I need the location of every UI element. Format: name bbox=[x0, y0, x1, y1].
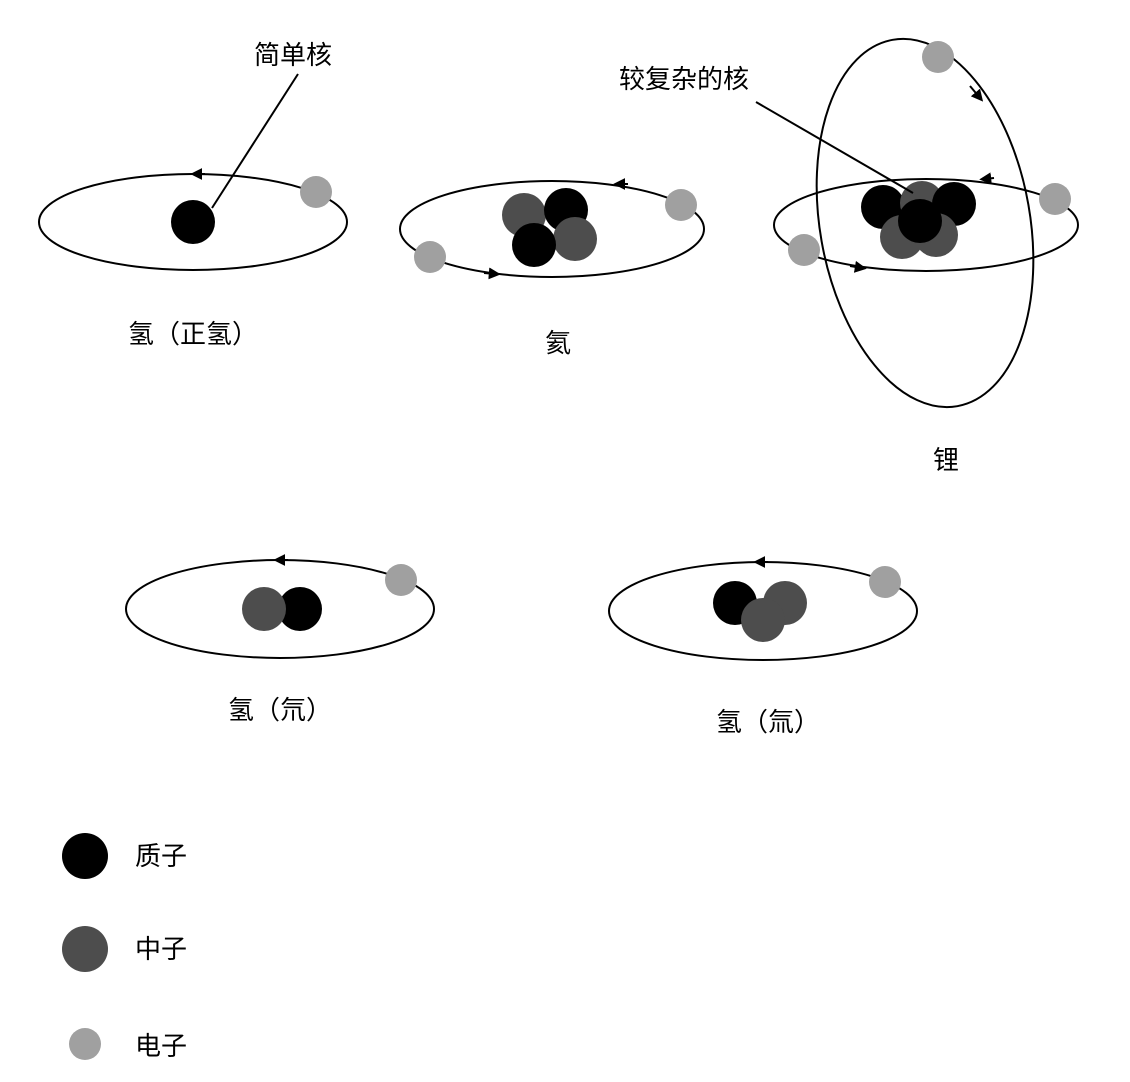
legend-proton-label: 质子 bbox=[135, 842, 187, 872]
simple-nucleus-label: 简单核 bbox=[254, 41, 332, 71]
orbit-direction-arrow bbox=[483, 267, 501, 280]
atom-label: 氢（氚） bbox=[716, 708, 820, 738]
legend-neutron-label: 中子 bbox=[135, 935, 187, 965]
atom-label: 锂 bbox=[933, 446, 959, 476]
legend-neutron-swatch bbox=[62, 926, 108, 972]
atom-protium: 简单核 氢（正氢） bbox=[38, 41, 348, 350]
electron bbox=[300, 176, 332, 208]
proton bbox=[171, 200, 215, 244]
orbit-direction-arrow bbox=[979, 172, 995, 185]
orbit-direction-arrow bbox=[849, 260, 867, 273]
electron bbox=[385, 564, 417, 596]
atom-label: 氢（氘） bbox=[228, 696, 332, 726]
neutron bbox=[242, 587, 286, 631]
atom-helium: 氦 bbox=[399, 178, 705, 359]
electron bbox=[788, 234, 820, 266]
orbit bbox=[399, 180, 705, 278]
atom-label: 氦 bbox=[545, 329, 571, 359]
electron bbox=[869, 566, 901, 598]
legend-proton-swatch bbox=[62, 833, 108, 879]
neutron bbox=[741, 598, 785, 642]
legend-electron-label: 电子 bbox=[135, 1032, 187, 1062]
proton bbox=[898, 199, 942, 243]
complex-nucleus-label: 较复杂的核 bbox=[619, 65, 749, 95]
legend-electron-swatch bbox=[69, 1028, 101, 1060]
legend: 质子 中子 电子 bbox=[62, 833, 187, 1062]
electron bbox=[414, 241, 446, 273]
electron bbox=[922, 41, 954, 73]
atom-lithium: 较复杂的核 锂 bbox=[619, 37, 1079, 476]
orbit bbox=[773, 178, 1079, 272]
orbit-tilted bbox=[815, 37, 1035, 409]
electron bbox=[1039, 183, 1071, 215]
proton bbox=[512, 223, 556, 267]
proton bbox=[278, 587, 322, 631]
atom-label: 氢（正氢） bbox=[128, 320, 258, 350]
atom-tritium: 氢（氚） bbox=[608, 556, 918, 738]
simple-nucleus-pointer bbox=[211, 73, 299, 209]
orbit-direction-arrow bbox=[969, 85, 984, 102]
atom-deuterium: 氢（氘） bbox=[125, 554, 435, 726]
neutron bbox=[553, 217, 597, 261]
electron bbox=[665, 189, 697, 221]
complex-nucleus-pointer bbox=[755, 101, 914, 194]
